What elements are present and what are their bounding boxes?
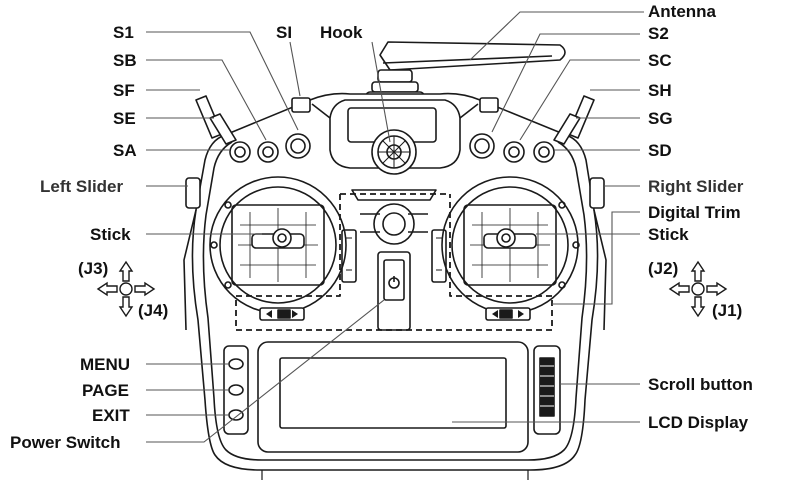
center-knob xyxy=(371,129,417,175)
top-switch-knobs xyxy=(229,133,555,163)
label-j4: (J4) xyxy=(138,301,169,320)
scroll-wheel xyxy=(533,345,561,435)
leader-lines xyxy=(146,11,644,443)
label-s1: S1 xyxy=(113,23,134,42)
label-sg: SG xyxy=(648,109,673,128)
label-sa: SA xyxy=(113,141,137,160)
label-sb: SB xyxy=(113,51,137,70)
label-j2: (J2) xyxy=(648,259,679,278)
label-si: SI xyxy=(276,23,293,42)
label-j3: (J3) xyxy=(78,259,109,278)
label-sd: SD xyxy=(648,141,672,160)
label-stick-left: Stick xyxy=(90,225,131,244)
label-j1: (J1) xyxy=(712,301,743,320)
label-se: SE xyxy=(113,109,136,128)
left-toggle-levers xyxy=(195,95,237,145)
label-sf: SF xyxy=(113,81,135,100)
lcd-panel xyxy=(257,341,529,453)
label-digital-trim: Digital Trim xyxy=(648,203,741,222)
horizontal-trims xyxy=(259,307,531,321)
right-stick-gimbal xyxy=(441,176,580,314)
label-hook: Hook xyxy=(320,23,363,42)
label-power-switch: Power Switch xyxy=(10,433,121,452)
label-lcd-display: LCD Display xyxy=(648,413,749,432)
right-direction-symbol xyxy=(668,260,728,318)
label-s2: S2 xyxy=(648,24,669,43)
digital-trim-outline xyxy=(235,193,553,331)
left-direction-symbol xyxy=(96,260,156,318)
label-sc: SC xyxy=(648,51,672,70)
label-page: PAGE xyxy=(82,381,129,400)
right-toggle-levers xyxy=(553,95,595,145)
label-stick-right: Stick xyxy=(648,225,689,244)
label-scroll-button: Scroll button xyxy=(648,375,753,394)
label-left-slider: Left Slider xyxy=(40,177,124,196)
label-menu: MENU xyxy=(80,355,131,374)
center-column xyxy=(341,189,447,331)
label-exit: EXIT xyxy=(92,406,130,425)
left-stick-gimbal xyxy=(209,176,347,314)
label-sh: SH xyxy=(648,81,672,100)
label-antenna: Antenna xyxy=(648,2,716,21)
antenna-shape xyxy=(379,41,566,71)
label-right-slider: Right Slider xyxy=(648,177,744,196)
